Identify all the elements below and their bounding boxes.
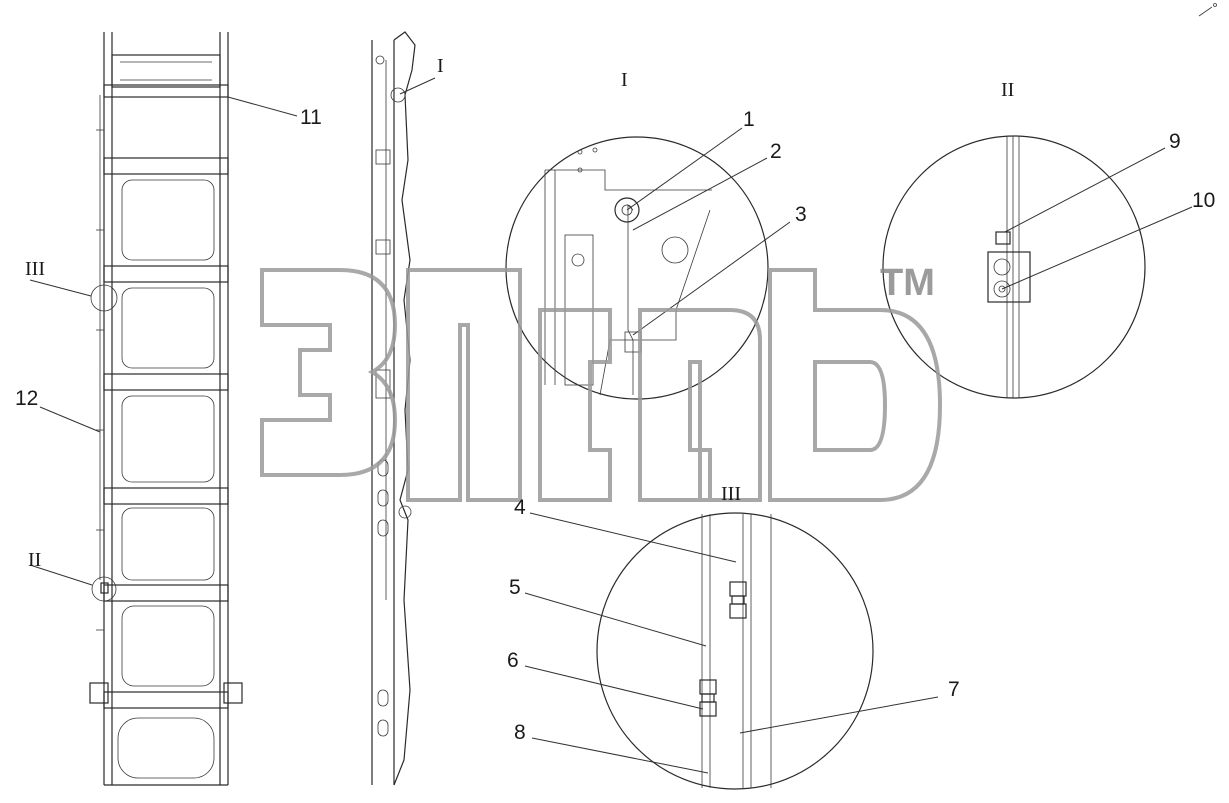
callout-7: 7	[948, 678, 960, 701]
frame-top-view	[89, 32, 243, 786]
watermark-tm: TM	[880, 262, 935, 304]
detail-view-1	[505, 136, 769, 400]
detail-2-title: II	[1001, 79, 1014, 101]
detail-view-3	[596, 512, 874, 790]
callout-10: 10	[1192, 189, 1215, 212]
callout-3: 3	[795, 203, 807, 226]
marker-3-label: III	[25, 258, 45, 280]
callout-11: 11	[300, 106, 322, 129]
callout-4: 4	[514, 496, 526, 519]
view-labels: I II III I II III	[25, 55, 1014, 571]
callout-9: 9	[1169, 130, 1181, 153]
detail-3-title: III	[721, 483, 741, 505]
callout-5: 5	[509, 576, 521, 599]
marker-1-label: I	[437, 55, 444, 77]
leader-lines	[29, 77, 1193, 774]
marker-2-label: II	[28, 549, 41, 571]
callout-2: 2	[770, 140, 782, 163]
callout-1: 1	[743, 108, 755, 131]
detail-1-title: I	[621, 69, 628, 91]
callout-6: 6	[507, 649, 519, 672]
corner-mark	[1198, 3, 1217, 17]
callout-8: 8	[514, 721, 526, 744]
callout-numbers: 1 2 3 4 5 6 7 8 9 10 11 12	[15, 106, 1215, 744]
callout-12: 12	[15, 387, 38, 410]
watermark-logo: TM	[260, 262, 943, 502]
